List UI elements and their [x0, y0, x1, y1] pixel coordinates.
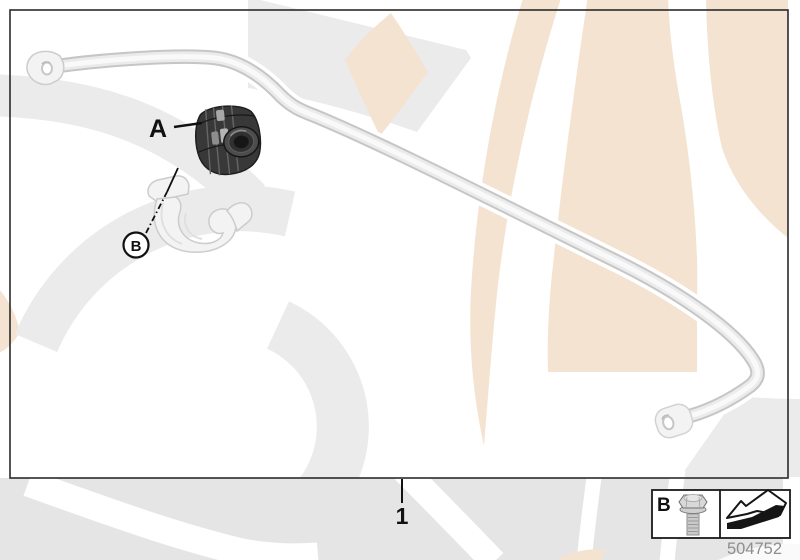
item-number-label[interactable]: 1 [396, 503, 409, 529]
bracket-right-flange [226, 202, 253, 233]
legend-direction-cell[interactable] [726, 489, 787, 529]
callout-b-leader-tick [166, 167, 179, 193]
callout-a-leader-line [173, 121, 203, 129]
legend-key-label: B [657, 495, 671, 516]
callout-b[interactable]: B [122, 167, 179, 259]
bushing-bore-inner [233, 135, 249, 149]
front-eyelet-shadow [41, 61, 51, 65]
legend-bolt-cell[interactable]: B [657, 494, 708, 536]
watermark-beige-bottom-sliver [556, 549, 606, 560]
callout-b-leader-dashdot [145, 191, 168, 234]
callout-a-label[interactable]: A [149, 115, 167, 143]
clamp-bracket [147, 175, 253, 253]
watermark-gray-corner-wedge [680, 396, 800, 477]
bushing-highlight [211, 131, 220, 145]
item-number-callout[interactable]: 1 [396, 479, 409, 529]
callout-b-label[interactable]: B [131, 238, 142, 255]
bracket-body [153, 196, 237, 253]
watermark-beige-diamond [345, 13, 428, 136]
watermark-white-corner [718, 543, 800, 560]
part-number: 504752 [727, 540, 782, 558]
watermark-white-band [23, 470, 319, 560]
front-eyelet-hole [41, 61, 53, 76]
callout-b-circle[interactable] [122, 231, 150, 259]
bracket-shading [160, 202, 203, 245]
bar-tube-highlight [55, 54, 760, 419]
bar-front-eyelet [26, 50, 65, 86]
flange-bolt-icon [678, 494, 708, 536]
watermark-white-band [394, 460, 504, 560]
bushing-bore-highlight [229, 129, 247, 137]
installation-direction-arrow-icon [726, 489, 787, 529]
bolt-head-facets [685, 496, 701, 509]
watermark-beige-lens [547, 0, 698, 372]
bolt-head-top [683, 494, 703, 502]
bushing-highlight [216, 109, 225, 122]
watermark-beige-corner [706, 0, 788, 238]
diagram-frame [9, 9, 789, 479]
bar-rear-eyelet [654, 403, 694, 439]
rear-eyelet-hole [662, 415, 675, 431]
legend-box: B [651, 489, 791, 539]
arrow-solid-base [727, 505, 785, 529]
watermark-beige-sliver [470, 0, 561, 446]
callout-a[interactable]: A [149, 115, 203, 143]
stabilizer-bushing [194, 105, 262, 176]
stabilizer-bar [26, 45, 769, 439]
rear-eyelet-shadow [661, 414, 670, 420]
